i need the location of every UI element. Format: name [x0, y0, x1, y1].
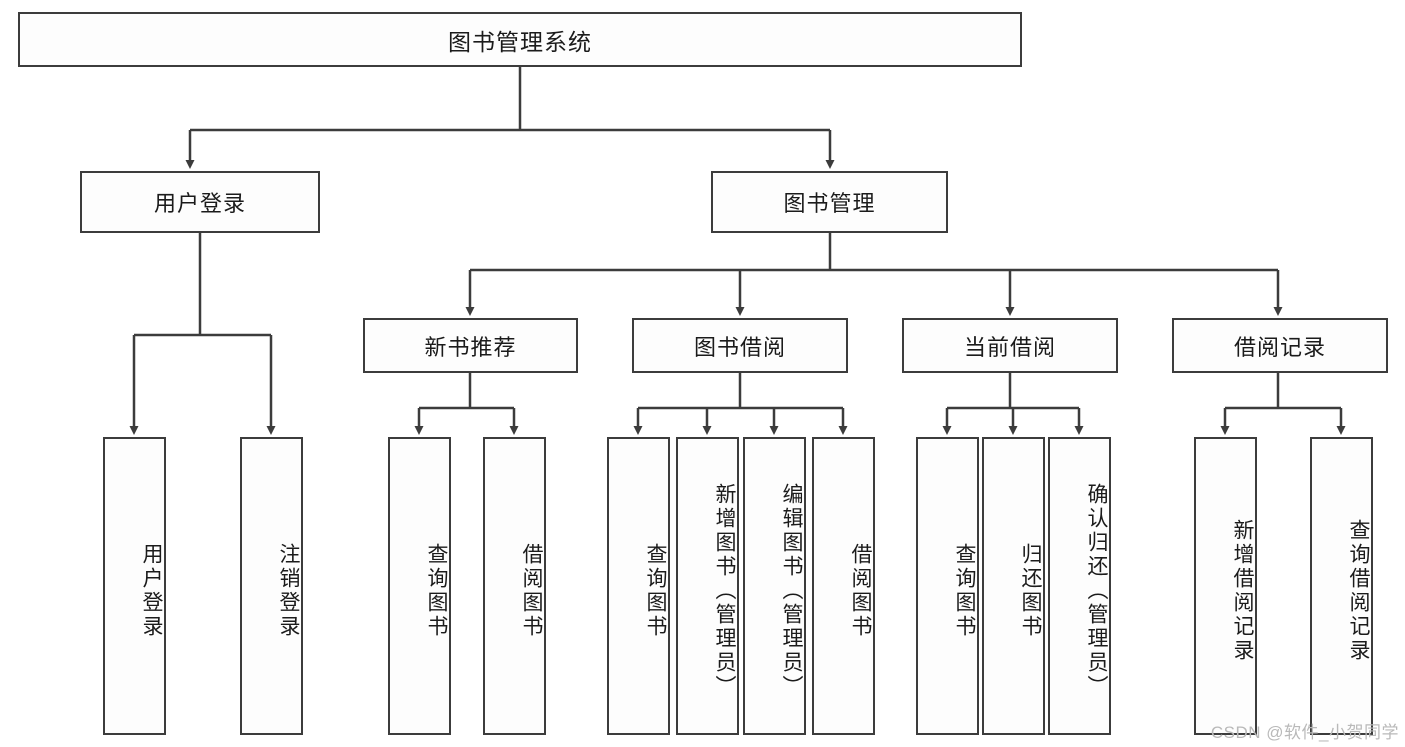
node-label: 查询借阅记录 [1347, 519, 1370, 663]
leaf-new-book-query[interactable]: 查询图书 [388, 437, 451, 735]
node-label: 归还图书 [1019, 543, 1042, 639]
leaf-borrow-borrow-book[interactable]: 借阅图书 [812, 437, 875, 735]
node-label: 新增借阅记录 [1231, 519, 1254, 663]
leaf-current-query-book[interactable]: 查询图书 [916, 437, 979, 735]
leaf-record-add[interactable]: 新增借阅记录 [1194, 437, 1257, 735]
leaf-current-confirm-return[interactable]: 确认归还（管理员） [1048, 437, 1111, 735]
leaf-borrow-query-book[interactable]: 查询图书 [607, 437, 670, 735]
leaf-user-logout[interactable]: 注销登录 [240, 437, 303, 735]
node-new-book-recommend[interactable]: 新书推荐 [363, 318, 578, 373]
node-label: 确认归还（管理员） [1085, 483, 1108, 699]
leaf-user-login[interactable]: 用户登录 [103, 437, 166, 735]
leaf-borrow-edit-book[interactable]: 编辑图书（管理员） [743, 437, 806, 735]
node-label: 用户登录 [153, 191, 246, 216]
node-label: 借阅图书 [849, 543, 872, 639]
node-book-management[interactable]: 图书管理 [711, 171, 948, 233]
leaf-new-book-borrow[interactable]: 借阅图书 [483, 437, 546, 735]
node-user-login[interactable]: 用户登录 [80, 171, 320, 233]
leaf-record-query[interactable]: 查询借阅记录 [1310, 437, 1373, 735]
node-label: 编辑图书（管理员） [780, 483, 803, 699]
node-label: 查询图书 [953, 543, 976, 639]
node-label: 借阅记录 [1233, 334, 1326, 360]
node-root-system[interactable]: 图书管理系统 [18, 12, 1022, 67]
node-label: 查询图书 [644, 543, 667, 639]
node-label: 用户登录 [140, 543, 163, 639]
node-label: 新增图书（管理员） [713, 483, 736, 699]
node-label: 新书推荐 [424, 334, 517, 360]
node-label: 当前借阅 [963, 334, 1056, 360]
leaf-borrow-add-book[interactable]: 新增图书（管理员） [676, 437, 739, 735]
leaf-current-return-book[interactable]: 归还图书 [982, 437, 1045, 735]
watermark: CSDN @软件_小贺同学 [1210, 723, 1399, 742]
node-label: 图书管理系统 [448, 28, 592, 55]
node-label: 注销登录 [277, 543, 300, 639]
node-label: 借阅图书 [520, 543, 543, 639]
node-label: 查询图书 [425, 543, 448, 639]
node-label: 图书管理 [783, 191, 876, 216]
node-current-borrow[interactable]: 当前借阅 [902, 318, 1118, 373]
node-label: 图书借阅 [693, 334, 786, 360]
node-book-borrow[interactable]: 图书借阅 [632, 318, 848, 373]
node-borrow-record[interactable]: 借阅记录 [1172, 318, 1388, 373]
